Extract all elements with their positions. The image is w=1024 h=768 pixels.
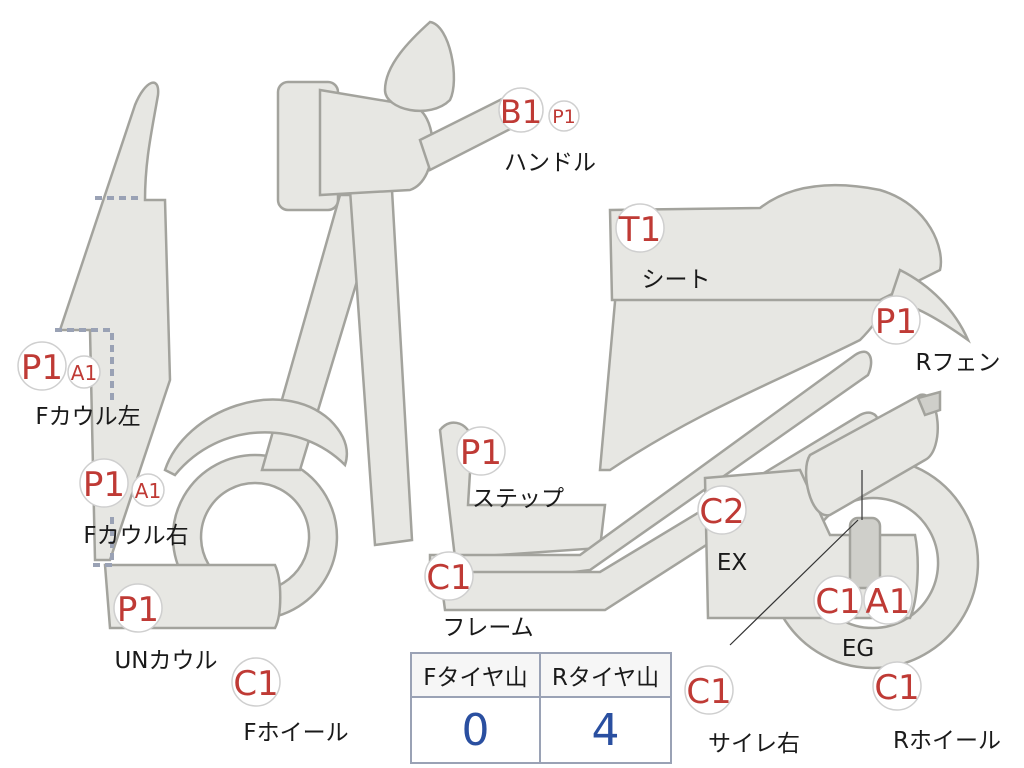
cowl-seam-left	[55, 328, 114, 400]
front-fender	[163, 398, 349, 477]
badge-fcowl-left-p1: P1	[17, 341, 67, 391]
badge-fcowl-right-a1: A1	[131, 473, 165, 507]
label-seat: シート	[642, 267, 711, 293]
label-fcowl-right: Fカウル右	[83, 523, 188, 549]
badge-seat-t1: T1	[615, 203, 665, 253]
header-rear-tire: Rタイヤ山	[541, 654, 670, 698]
code-text: P1	[460, 433, 502, 473]
code-text: C1	[686, 672, 731, 712]
badge-fcowl-right-p1: P1	[79, 458, 129, 508]
label-step: ステップ	[472, 486, 564, 512]
label-rfender: Rフェン	[916, 350, 1001, 376]
label-fcowl-left: Fカウル左	[35, 404, 140, 430]
code-text: P1	[83, 465, 125, 505]
label-rwheel: Rホイール	[893, 728, 1001, 754]
badge-rwheel-c1: C1	[872, 661, 922, 711]
badge-handle-p1: P1	[548, 100, 580, 132]
code-text: A1	[71, 361, 97, 385]
code-text: T1	[618, 210, 661, 250]
silencer-tip	[916, 390, 942, 417]
badge-silencer-c1: C1	[684, 665, 734, 715]
label-frame: フレーム	[442, 615, 533, 641]
code-text: P1	[552, 106, 576, 128]
badge-ex-c2: C2	[697, 485, 747, 535]
label-ex: EX	[717, 550, 748, 576]
label-eg: EG	[842, 636, 874, 662]
code-text: C2	[699, 492, 744, 532]
badge-uncowl-p1: P1	[113, 583, 163, 633]
label-handle: ハンドル	[504, 150, 596, 176]
code-text: A1	[135, 479, 161, 503]
code-text: C1	[233, 664, 278, 704]
label-uncowl: UNカウル	[114, 648, 217, 674]
windscreen	[383, 20, 456, 113]
seat	[608, 183, 943, 302]
badge-eg-a1: A1	[863, 575, 913, 625]
code-text: C1	[874, 668, 919, 708]
rear-shock	[848, 516, 882, 590]
badge-fwheel-c1: C1	[231, 657, 281, 707]
cowl-seam-right	[93, 515, 114, 567]
header-front-tire: Fタイヤ山	[412, 654, 541, 698]
label-silencer: サイレ右	[708, 731, 800, 757]
code-text: C1	[815, 582, 860, 622]
badge-frame-c1: C1	[424, 551, 474, 601]
code-text: B1	[500, 93, 542, 131]
code-text: P1	[21, 348, 63, 388]
leader-line-silencer	[729, 519, 859, 646]
tire-tread-table: Fタイヤ山 Rタイヤ山 0 4	[410, 652, 672, 764]
badge-step-p1: P1	[456, 426, 506, 476]
head-tube	[348, 188, 414, 547]
code-text: P1	[875, 302, 917, 342]
label-fwheel: Fホイール	[243, 720, 348, 746]
badge-handle-b1: B1	[498, 87, 544, 133]
motorcycle-illustration	[55, 20, 980, 670]
code-text: A1	[866, 582, 911, 622]
front-cowl	[58, 81, 172, 562]
badge-rfender-p1: P1	[871, 295, 921, 345]
main-frame	[428, 350, 873, 592]
code-text: P1	[117, 590, 159, 630]
badge-fcowl-left-a1: A1	[67, 355, 101, 389]
value-front-tire: 0	[412, 698, 541, 762]
value-rear-tire: 4	[591, 704, 620, 756]
badge-eg-c1: C1	[813, 575, 863, 625]
code-text: C1	[426, 558, 471, 598]
